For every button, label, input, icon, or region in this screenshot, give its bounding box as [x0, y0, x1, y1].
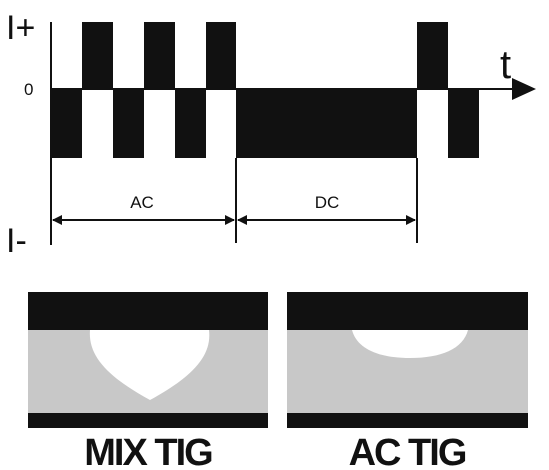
ac-segment-label: AC — [130, 193, 154, 212]
ac-positive-pulse — [206, 22, 236, 89]
time-label: t — [500, 43, 511, 87]
zero-label: 0 — [24, 80, 33, 99]
ac-negative-pulse — [113, 89, 144, 158]
ac-positive-pulse — [144, 22, 175, 89]
current-negative-label: I- — [6, 222, 27, 260]
dc-segment-label: DC — [315, 193, 340, 212]
weld-penetration — [352, 330, 468, 358]
ac-negative-pulse — [448, 89, 479, 158]
bottom-band — [28, 413, 268, 428]
cross-section-caption: AC TIG — [349, 432, 466, 470]
bottom-band — [287, 413, 528, 428]
ac-positive-pulse — [417, 22, 448, 89]
mix-tig-cross-section: MIX TIG — [28, 292, 268, 470]
current-positive-label: I+ — [6, 9, 35, 47]
dc-negative-block — [236, 89, 417, 158]
ac-tig-cross-section: AC TIG — [287, 292, 528, 470]
weld-penetration — [89, 330, 210, 400]
time-axis-arrow-icon — [512, 78, 536, 100]
waveform-panel: I+ 0 I- t AC DC — [6, 9, 536, 260]
electrode-band — [28, 292, 268, 330]
ac-negative-pulse — [51, 89, 82, 158]
electrode-band — [287, 292, 528, 330]
cross-section-caption: MIX TIG — [84, 432, 212, 470]
ac-negative-pulse — [175, 89, 206, 158]
ac-positive-pulse — [82, 22, 113, 89]
